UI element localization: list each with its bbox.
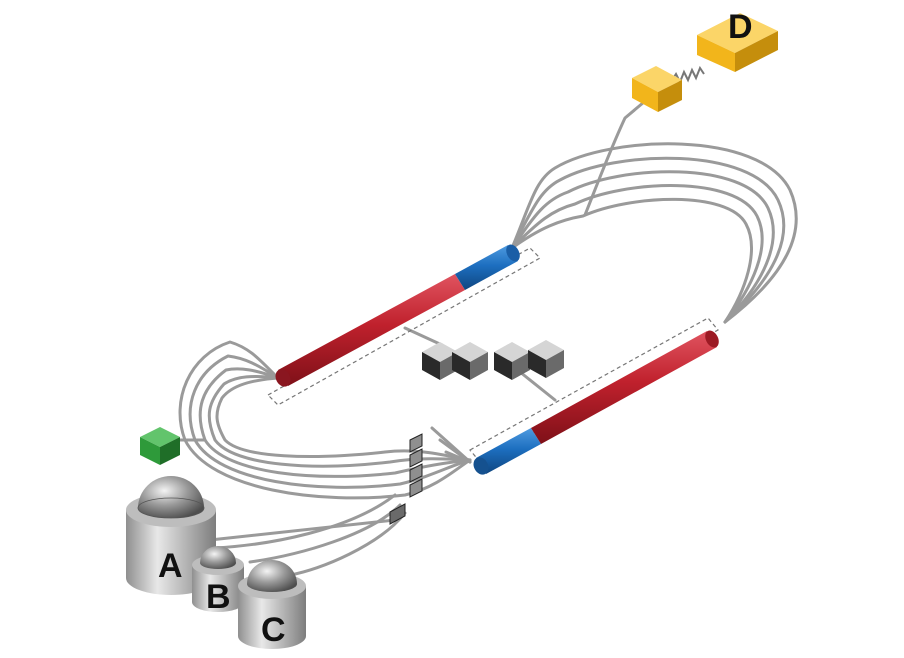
hall-c-label: C (261, 611, 286, 649)
hall-c (238, 560, 306, 649)
north-linac-end-cap (275, 369, 291, 387)
central-refrigerator-blocks (422, 340, 564, 380)
south-linac-red-section (531, 331, 717, 444)
hall-d-connector-spring (671, 65, 705, 85)
hall-a-label: A (158, 547, 183, 585)
hall-d-tagger-box (632, 66, 682, 112)
south-linac-blue-section (476, 428, 541, 474)
north-linac-red-section (278, 274, 465, 386)
injector-cube (140, 427, 180, 465)
north-linac-blue-section (455, 245, 518, 290)
refrigerator-block-3 (494, 342, 530, 380)
south-linac-end-cap (473, 457, 489, 475)
refrigerator-block-4 (528, 340, 564, 378)
north-linac (275, 244, 520, 387)
south-linac (473, 330, 719, 475)
hall-d-box (697, 13, 778, 72)
hall-b (192, 546, 244, 612)
hall-d-label: D (728, 8, 753, 46)
recirculation-arcs (176, 95, 798, 577)
linac-tunnel-outlines (267, 247, 719, 463)
spreader-modules (389, 433, 423, 525)
hall-b-label: B (206, 578, 231, 616)
refrigerator-block-2 (452, 342, 488, 380)
